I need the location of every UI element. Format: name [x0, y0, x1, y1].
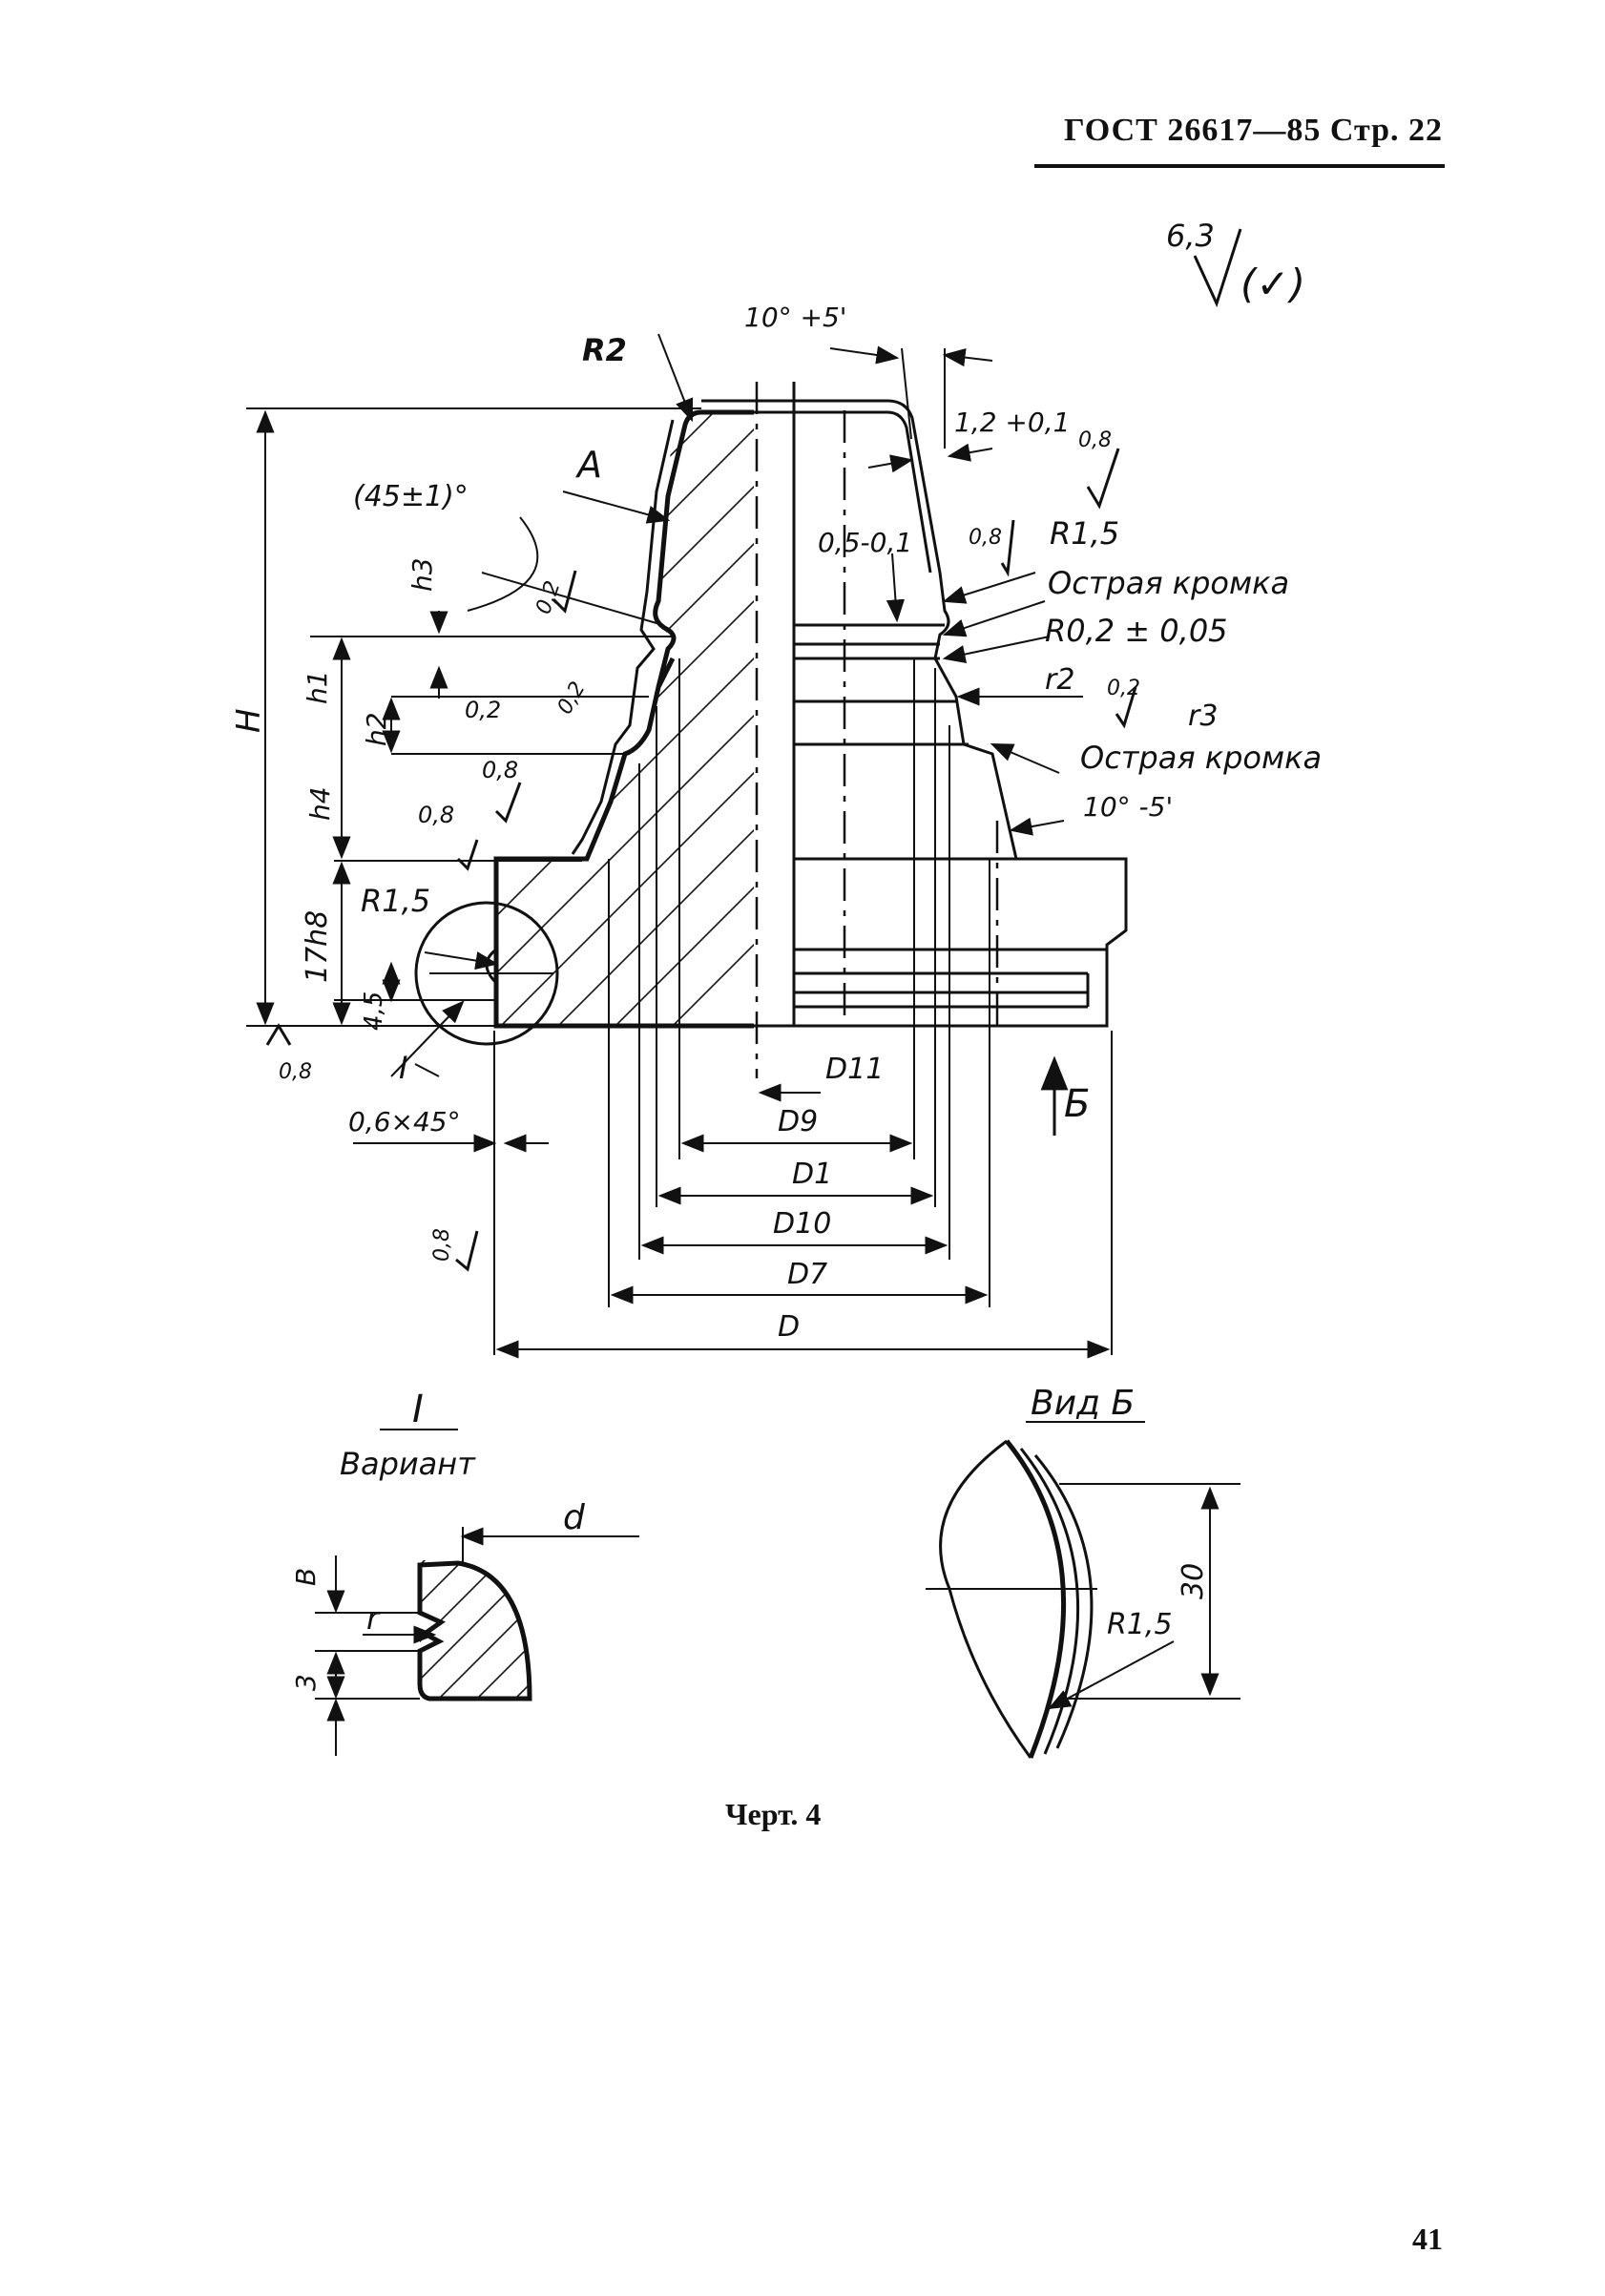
- label-D11: D11: [825, 1053, 884, 1086]
- view-B-lens-arc: [1005, 1439, 1067, 1759]
- detail-label-d: d: [563, 1498, 586, 1537]
- label-taper-top: 10° +5': [744, 302, 847, 333]
- page-label: Стр. 22: [1329, 113, 1443, 148]
- page-header: ГОСТ 26617—85 Стр. 22: [1064, 113, 1443, 149]
- label-h4: h4: [304, 786, 336, 821]
- label-rough-08-side: 0,8: [430, 1228, 454, 1262]
- standard-number: ГОСТ 26617—85: [1063, 113, 1322, 148]
- label-wall: 1,2 +0,1: [954, 407, 1070, 438]
- label-rough-08-c: 0,8: [482, 757, 518, 783]
- label-h2: h2: [361, 712, 392, 746]
- label-A: A: [574, 444, 602, 486]
- label-D10: D10: [773, 1207, 831, 1241]
- view-title: Вид Б: [1031, 1384, 1135, 1423]
- label-4-5: 4,5: [360, 991, 388, 1031]
- label-D9: D9: [778, 1105, 818, 1138]
- label-taper-bottom: 10° -5': [1083, 791, 1173, 823]
- label-detail-I: I: [399, 1050, 407, 1086]
- label-rough-08-b: 0,8: [969, 526, 1002, 550]
- label-h1: h1: [302, 670, 333, 704]
- label-D7: D7: [787, 1258, 827, 1291]
- detail-title: I: [412, 1388, 424, 1431]
- label-angle45: (45±1)°: [353, 480, 469, 513]
- view-label-R15: R1,5: [1107, 1608, 1173, 1641]
- detail-profile: [417, 1560, 532, 1701]
- label-R15-left: R1,5: [361, 883, 430, 919]
- label-sharp-edge-2: Острая кромка: [1080, 740, 1322, 776]
- header-rule: [1034, 164, 1445, 168]
- detail-I-circle: [414, 901, 559, 1046]
- dimension-labels: R2 10° +5' 1,2 +0,1 0,8 A (45±1)° 0,2 0,…: [230, 302, 1322, 1344]
- view-B: Вид Б 30 R1,5: [926, 1384, 1240, 1759]
- roughness-check-icon: [1193, 228, 1242, 308]
- label-rough-02-b: 0,2: [1107, 677, 1140, 700]
- label-groove: 0,5-0,1: [818, 527, 912, 558]
- detail-label-3: 3: [290, 1674, 322, 1691]
- detail-I-variant: I Вариант d B 3 r: [290, 1388, 639, 1756]
- dimension-lines: [246, 333, 1113, 1359]
- cap-shell-left: [571, 419, 675, 855]
- label-H: H: [230, 708, 268, 733]
- label-h3: h3: [406, 557, 438, 592]
- global-roughness-symbol: 6,3 (✓): [1166, 218, 1305, 308]
- label-r2: r2: [1045, 663, 1074, 697]
- right-outline: [701, 399, 1128, 1028]
- label-rough-08-base: 0,8: [279, 1060, 312, 1084]
- label-rough-02-d: 0,2: [553, 678, 591, 719]
- label-R02: R0,2 ± 0,05: [1045, 613, 1228, 649]
- label-R15-top: R1,5: [1050, 515, 1119, 552]
- label-sharp-edge-1: Острая кромка: [1048, 565, 1289, 601]
- global-roughness-parenthetical: (✓): [1240, 261, 1305, 307]
- label-D1: D1: [792, 1158, 832, 1191]
- page-number: 41: [1412, 2222, 1443, 2256]
- view-R15-leader: [1047, 1640, 1175, 1710]
- label-chamfer: 0,6×45°: [348, 1106, 461, 1138]
- right-inner-top: [754, 410, 932, 574]
- label-17h8: 17h8: [301, 910, 334, 983]
- label-rough-08-top: 0,8: [1078, 428, 1112, 452]
- label-r3: r3: [1188, 699, 1218, 733]
- global-roughness-value: 6,3: [1166, 218, 1215, 254]
- detail-subtitle: Вариант: [340, 1446, 476, 1482]
- label-rough-08-d: 0,8: [418, 802, 454, 828]
- detail-label-r: r: [366, 1600, 381, 1637]
- label-view-B-arrow: Б: [1064, 1082, 1090, 1126]
- label-rough-02-a: 0,2: [532, 578, 565, 617]
- label-D: D: [778, 1310, 800, 1344]
- figure-caption: Черт. 4: [725, 1797, 821, 1831]
- view-label-30: 30: [1177, 1563, 1210, 1599]
- label-rough-02-c: 0,2: [465, 697, 501, 723]
- roughness-marks: [265, 448, 1137, 1272]
- view-bands: [794, 623, 1107, 1009]
- detail-label-B: B: [290, 1568, 322, 1586]
- view-B-outer-arc: [939, 1439, 1032, 1759]
- label-R2: R2: [582, 332, 627, 368]
